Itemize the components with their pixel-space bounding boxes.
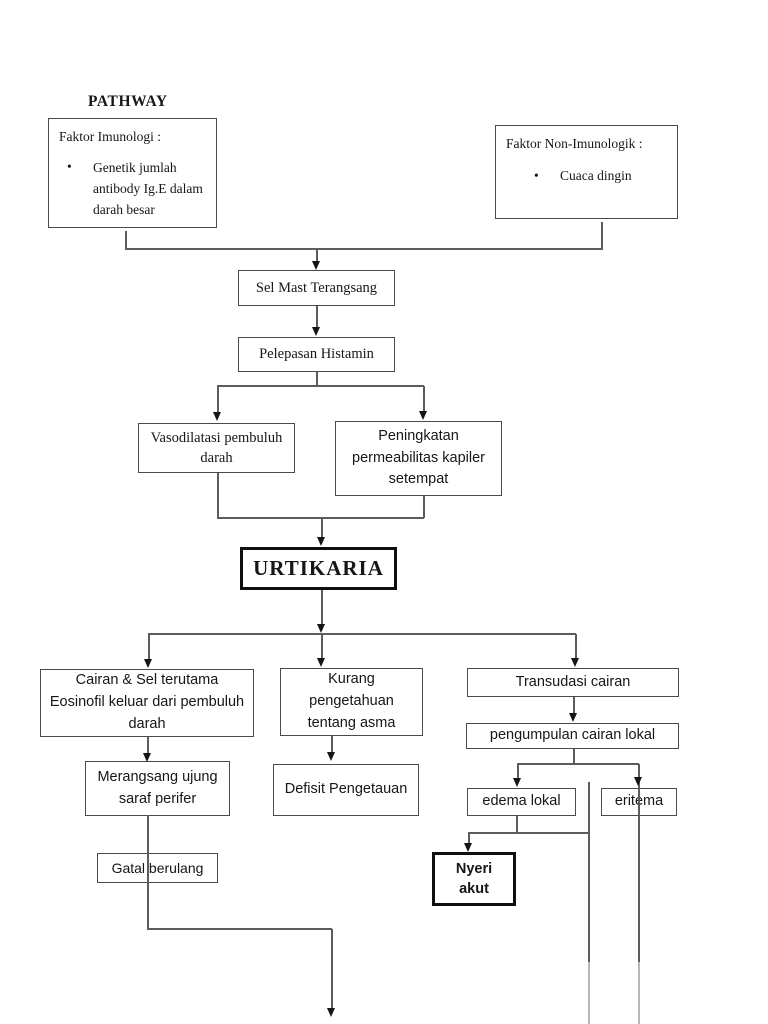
flow-line bbox=[573, 697, 575, 713]
flow-line bbox=[217, 385, 424, 387]
node-bullet-text: Genetik jumlah antibody Ig.E dalam darah… bbox=[93, 160, 203, 218]
flow-line bbox=[217, 517, 424, 519]
arrowhead-icon bbox=[419, 411, 427, 420]
page-title: PATHWAY bbox=[88, 93, 168, 110]
bullet-icon: • bbox=[534, 168, 539, 184]
arrowhead-icon bbox=[312, 327, 320, 336]
node-sel-mast-terangsang: Sel Mast Terangsang bbox=[238, 270, 395, 306]
flow-line bbox=[125, 231, 127, 249]
flow-line bbox=[588, 782, 590, 962]
arrowhead-icon bbox=[317, 537, 325, 546]
arrowhead-icon bbox=[571, 658, 579, 667]
arrowhead-icon bbox=[143, 753, 151, 762]
flow-line bbox=[321, 517, 323, 537]
flow-line bbox=[575, 634, 577, 658]
arrowhead-icon bbox=[317, 624, 325, 633]
arrowhead-icon bbox=[569, 713, 577, 722]
flow-line bbox=[516, 816, 518, 833]
node-gatal-berulang: Gatal berulang bbox=[97, 853, 218, 883]
node-bullet-text: Cuaca dingin bbox=[560, 168, 632, 184]
node-pengumpulan-cairan: pengumpulan cairan lokal bbox=[466, 723, 679, 749]
node-header: Faktor Non-Imunologik : bbox=[506, 136, 643, 151]
arrowhead-icon bbox=[464, 843, 472, 852]
flow-line bbox=[321, 590, 323, 624]
flow-line-continuation bbox=[588, 962, 590, 1024]
flow-line bbox=[517, 764, 519, 778]
arrowhead-icon bbox=[312, 261, 320, 270]
bullet-icon: • bbox=[67, 159, 72, 175]
arrowhead-icon bbox=[144, 659, 152, 668]
node-peningkatan-permeabilitas: Peningkatan permeabilitas kapiler setemp… bbox=[335, 421, 502, 496]
flow-line bbox=[468, 832, 589, 834]
flow-line bbox=[147, 928, 332, 930]
flow-line bbox=[217, 473, 219, 518]
flow-line bbox=[331, 736, 333, 752]
flow-line-continuation bbox=[638, 962, 640, 1024]
flow-line bbox=[517, 763, 639, 765]
arrowhead-icon bbox=[513, 778, 521, 787]
arrowhead-icon bbox=[213, 412, 221, 421]
node-kurang-pengetahuan: Kurang pengetahuan tentang asma bbox=[280, 668, 423, 736]
arrowhead-icon bbox=[327, 752, 335, 761]
flow-line bbox=[601, 222, 603, 249]
flow-line bbox=[316, 306, 318, 327]
flow-line bbox=[125, 248, 603, 250]
arrowhead-icon bbox=[317, 658, 325, 667]
node-faktor-imunologi: Faktor Imunologi : • Genetik jumlah anti… bbox=[48, 118, 217, 228]
node-transudasi-cairan: Transudasi cairan bbox=[467, 668, 679, 697]
node-pelepasan-histamin: Pelepasan Histamin bbox=[238, 337, 395, 372]
flow-line bbox=[148, 634, 150, 659]
node-faktor-non-imunologik: Faktor Non-Imunologik : • Cuaca dingin bbox=[495, 125, 678, 219]
flow-line bbox=[331, 929, 333, 1008]
node-defisit-pengetauan: Defisit Pengetauan bbox=[273, 764, 419, 816]
arrowhead-icon bbox=[327, 1008, 335, 1017]
flow-line bbox=[321, 634, 323, 658]
arrowhead-icon bbox=[634, 777, 642, 786]
node-urtikaria: URTIKARIA bbox=[240, 547, 397, 590]
flow-line bbox=[423, 496, 425, 518]
flow-line bbox=[316, 249, 318, 261]
flow-line bbox=[316, 372, 318, 386]
node-nyeri-akut: Nyeri akut bbox=[432, 852, 516, 906]
node-cairan-sel: Cairan & Sel terutama Eosinofil keluar d… bbox=[40, 669, 254, 737]
node-merangsang-ujung: Merangsang ujung saraf perifer bbox=[85, 761, 230, 816]
flow-line bbox=[468, 833, 470, 843]
flow-line bbox=[147, 737, 149, 753]
flow-line bbox=[638, 764, 640, 962]
flow-line bbox=[423, 386, 425, 411]
flow-line bbox=[217, 386, 219, 412]
node-edema-lokal: edema lokal bbox=[467, 788, 576, 816]
flow-line bbox=[573, 749, 575, 764]
flow-line bbox=[148, 633, 576, 635]
node-header: Faktor Imunologi : bbox=[59, 129, 161, 144]
flow-line bbox=[147, 815, 149, 929]
node-vasodilatasi: Vasodilatasi pembuluh darah bbox=[138, 423, 295, 473]
